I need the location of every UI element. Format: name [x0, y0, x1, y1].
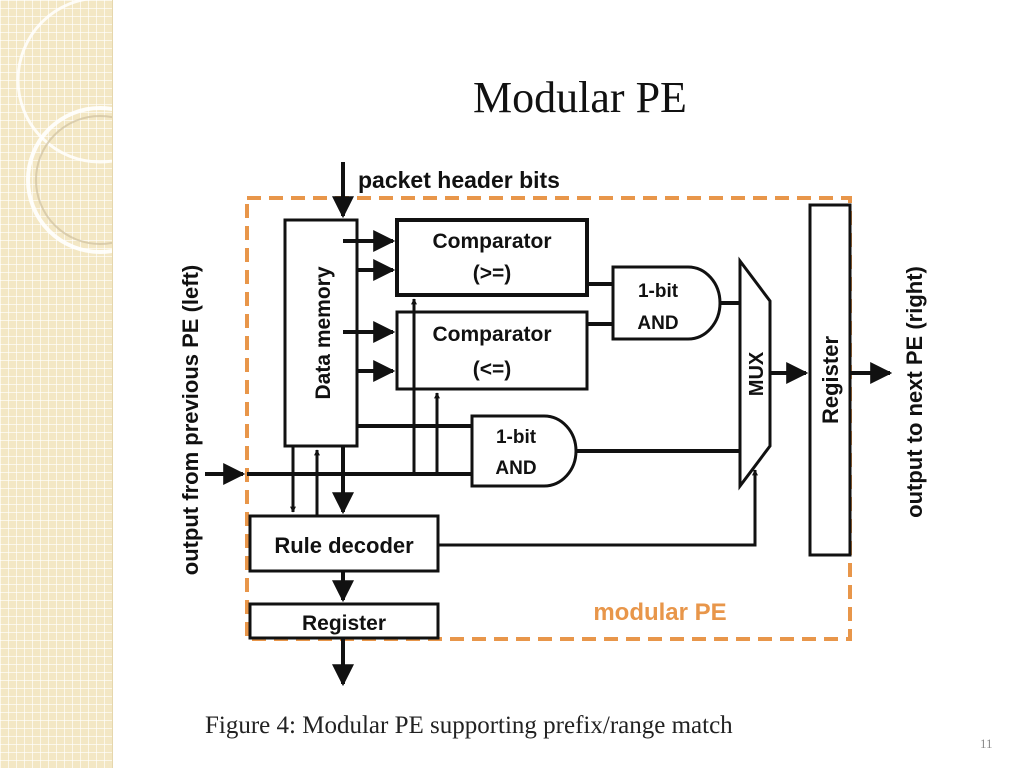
packet-header-label: packet header bits — [358, 167, 560, 193]
comparator-ge-block — [395, 218, 589, 297]
mux-label: MUX — [746, 351, 768, 396]
comparator-ge-op-label: (>=) — [473, 262, 512, 285]
slide-title: Modular PE — [473, 73, 687, 122]
figure-caption: Figure 4: Modular PE supporting prefix/r… — [205, 712, 733, 739]
register-bottom-block — [248, 602, 440, 640]
register-bottom-label: Register — [302, 612, 386, 635]
signal-wires — [205, 162, 893, 687]
comparator-le-label: Comparator — [432, 323, 551, 346]
register-right-label: Register — [818, 336, 843, 424]
modular-pe-label: modular PE — [593, 599, 726, 626]
and-bottom-bit-label: 1-bit — [496, 427, 537, 448]
comparator-le-op-label: (<=) — [473, 358, 512, 381]
input-left-label: output from previous PE (left) — [178, 265, 203, 575]
page-number: 11 — [980, 736, 993, 751]
rule-decoder-block — [248, 514, 440, 573]
mux-block — [738, 256, 772, 491]
and-top-bit-label: 1-bit — [638, 281, 679, 302]
and-top-label: AND — [637, 313, 678, 334]
and-gate-bottom — [470, 414, 578, 488]
comparator-le-block — [395, 310, 589, 391]
decorative-side-strip — [0, 0, 184, 768]
register-right-block — [808, 203, 852, 557]
comparator-ge-label: Comparator — [432, 230, 551, 253]
and-gate-top — [611, 265, 722, 341]
and-bottom-label: AND — [495, 458, 536, 479]
data-memory-label: Data memory — [312, 266, 335, 399]
output-right-label: output to next PE (right) — [902, 266, 927, 518]
rule-decoder-label: Rule decoder — [274, 533, 414, 558]
